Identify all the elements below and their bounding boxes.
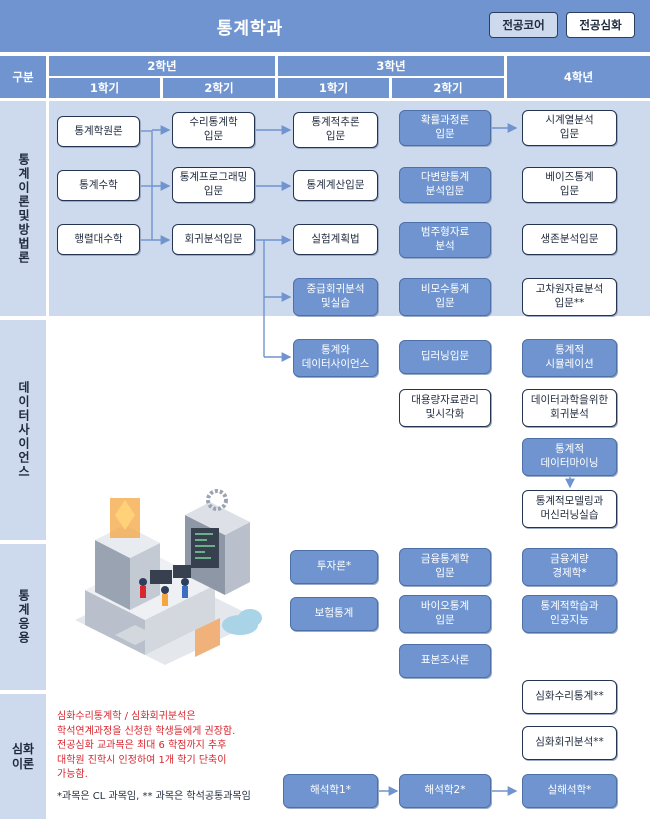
course-design-of-experiments[interactable]: 실험계획법 — [293, 224, 378, 255]
course-investments[interactable]: 투자론* — [290, 550, 378, 584]
course-time-series[interactable]: 시계열분석 입문 — [522, 110, 617, 146]
course-stochastic-process[interactable]: 확률과정론 입문 — [399, 110, 491, 146]
course-matrix-algebra[interactable]: 행렬대수학 — [57, 224, 140, 255]
course-inference-intro[interactable]: 통계적추론 입문 — [293, 112, 378, 148]
course-bayesian[interactable]: 베이즈통계 입문 — [522, 167, 617, 203]
course-nonparametric[interactable]: 비모수통계 입문 — [399, 278, 491, 316]
category-header: 구분 — [0, 56, 46, 98]
course-biostatistics[interactable]: 바이오통계 입문 — [399, 595, 491, 633]
course-deep-learning[interactable]: 딥러닝입문 — [399, 340, 491, 374]
core-course-button[interactable]: 전공코어 — [489, 12, 558, 38]
course-bigdata-visualization[interactable]: 대용량자료관리 및시각화 — [399, 389, 491, 427]
course-math-stat-intro[interactable]: 수리통계학 입문 — [172, 112, 255, 148]
course-intermediate-regression[interactable]: 중급회귀분석 및실습 — [293, 278, 378, 316]
row-label-applied: 통계응용 — [0, 544, 46, 690]
course-regression-intro[interactable]: 회귀분석입문 — [172, 224, 255, 255]
row-label-datasci-text: 데이터사이언스 — [16, 381, 31, 479]
course-ds-regression[interactable]: 데이터과학을위한 회귀분석 — [522, 389, 617, 427]
row-label-advanced: 심화이론 — [0, 694, 46, 819]
course-learning-ai[interactable]: 통계적학습과 인공지능 — [522, 595, 617, 633]
course-stat-and-datascience[interactable]: 통계와 데이터사이언스 — [293, 339, 378, 377]
course-advanced-regression[interactable]: 심화회귀분석** — [522, 726, 617, 760]
course-financial-stat[interactable]: 금융통계학 입문 — [399, 548, 491, 586]
course-analysis2[interactable]: 해석학2* — [399, 774, 491, 808]
data-center-illustration — [75, 489, 262, 665]
row-label-advanced-text: 심화이론 — [11, 741, 35, 771]
course-sampling[interactable]: 표본조사론 — [399, 644, 491, 678]
course-multivariate[interactable]: 다변량통계 분석입문 — [399, 167, 491, 203]
year3-header: 3학년 — [278, 56, 504, 76]
y2-sem2-header: 2학기 — [163, 78, 275, 98]
y2-sem1-header: 1학기 — [49, 78, 160, 98]
advanced-course-button[interactable]: 전공심화 — [566, 12, 635, 38]
course-financial-econometrics[interactable]: 금융계량 경제학* — [522, 548, 617, 586]
row-label-datasci: 데이터사이언스 — [0, 320, 46, 540]
course-survival[interactable]: 생존분석입문 — [522, 224, 617, 255]
y3-sem2-header: 2학기 — [392, 78, 504, 98]
row-label-theory: 통계이론및방법론 — [0, 101, 46, 316]
course-stat-programming[interactable]: 통계프로그래밍 입문 — [172, 167, 255, 203]
course-real-analysis[interactable]: 실해석학* — [522, 774, 617, 808]
row-label-applied-text: 통계응용 — [16, 589, 31, 645]
course-categorical-data[interactable]: 범주형자료 분석 — [399, 222, 491, 258]
year2-header: 2학년 — [49, 56, 275, 76]
course-simulation[interactable]: 통계적 시뮬레이션 — [522, 339, 617, 377]
divider — [49, 316, 650, 320]
year4-header: 4학년 — [507, 56, 650, 98]
y3-sem1-header: 1학기 — [278, 78, 389, 98]
legend-note: *과목은 CL 과목임, ** 과목은 학석공통과목임 — [57, 791, 251, 802]
page-title: 통계학과 — [216, 18, 284, 39]
course-actuarial[interactable]: 보험통계 — [290, 597, 378, 631]
course-computing-intro[interactable]: 통계계산입문 — [293, 170, 378, 201]
course-data-mining[interactable]: 통계적 데이터마이닝 — [522, 438, 617, 476]
row-label-theory-text: 통계이론및방법론 — [16, 152, 31, 265]
course-high-dimensional[interactable]: 고차원자료분석 입문** — [522, 278, 617, 316]
course-intro-stat[interactable]: 통계학원론 — [57, 116, 140, 147]
course-modeling-ml[interactable]: 통계적모델링과 머신러닝실습 — [522, 490, 617, 528]
course-analysis1[interactable]: 해석학1* — [283, 774, 378, 808]
course-stat-math[interactable]: 통계수학 — [57, 170, 140, 201]
course-advanced-math-stat[interactable]: 심화수리통계** — [522, 680, 617, 714]
advanced-note: 심화수리통계학 / 심화회귀분석은 학석연계과정을 신청한 학생들에게 권장함.… — [57, 711, 236, 780]
